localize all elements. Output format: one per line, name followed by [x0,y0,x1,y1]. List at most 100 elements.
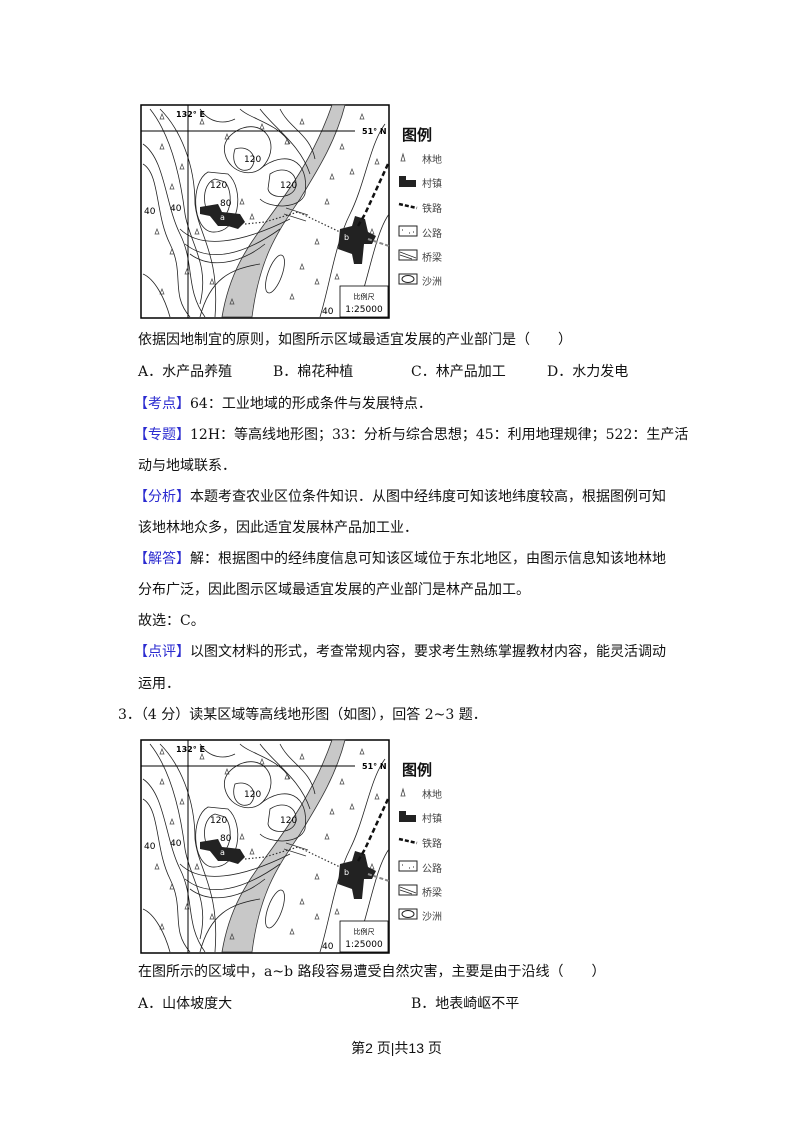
fenxi-tag: 【分析】 [134,489,190,505]
point-a-label: a [220,213,225,222]
village-a [200,839,245,864]
contour-label: 120 [244,155,261,165]
scale-box [339,920,389,953]
contour-label: 120 [210,181,227,191]
jieda-tag: 【解答】 [134,551,190,567]
contour-label: 40 [170,839,182,849]
road-icon [398,225,418,237]
legend-item-forest: 林地 [398,150,458,166]
bridge [283,842,309,857]
scale-title: 比例尺 [354,927,375,936]
railway-icon [398,837,418,845]
point-a-label: a [220,848,225,857]
dianping-cont: 运用． [138,676,180,692]
page-footer: 第2 页|共13 页 [351,1040,442,1056]
contour-label: 120 [210,816,227,826]
contour-map: 132° E 51° N 120 120 120 80 40 40 40 a b… [140,104,390,319]
road [244,846,341,868]
contour-lines [142,108,390,318]
bridge [283,207,309,222]
village-icon [399,176,416,187]
tree-icon [400,152,406,162]
bridge-icon [398,884,418,896]
longitude-label: 132° E [176,745,205,754]
road-icon [398,860,418,872]
forest-markers [154,748,380,940]
legend-item-railway: 铁路 [398,834,458,850]
road [244,211,341,233]
longitude-label: 132° E [176,110,205,119]
kaodian: 【考点】64：工业地域的形成条件与发展特点． [134,396,432,412]
legend-title: 图例 [402,126,433,144]
contour-label: 40 [144,842,156,852]
dianping-tag: 【点评】 [134,644,190,660]
point-b-label: b [344,868,349,877]
legend-item-bridge: 桥梁 [398,248,458,264]
contour-label: 80 [220,834,232,844]
option-c: C．林产品加工 [411,364,506,380]
tree-icon [400,787,406,797]
sandbar-icon [398,908,418,920]
legend-item-village: 村镇 [398,809,458,825]
map-legend: 图例 林地 村镇 铁路 公路 桥梁 沙洲 [398,124,458,294]
scale-value: 1:25000 [345,305,383,315]
village-icon [399,811,416,822]
option-b: B．棉花种植 [273,364,354,380]
contour-label: 120 [280,816,297,826]
contour-map: 132° E 51° N 120 120 120 80 40 40 40 a b… [140,739,390,954]
jieda-cont: 分布广泛，因此图示区域最适宜发展的产业部门是林产品加工。 [138,582,530,598]
option-a: A．水产品养殖 [138,364,233,380]
map-legend: 图例 林地 村镇 铁路 公路 桥梁 沙洲 [398,759,458,929]
fenxi: 【分析】本题考查农业区位条件知识．从图中经纬度可知该地纬度较高，根据图例可知 [134,489,666,505]
legend-item-road: 公路 [398,224,458,240]
scale-box [339,285,389,318]
question-3-header: 3．（4 分）读某区域等高线地形图（如图），回答 2~3 题． [118,707,487,723]
river [221,104,346,318]
village-b [338,216,376,264]
contour-label: 40 [144,207,156,217]
zhuanti-cont: 动与地域联系． [138,458,236,474]
sandbar [265,889,285,929]
legend-item-railway: 铁路 [398,199,458,215]
zhuanti-tag: 【专题】 [134,427,190,443]
dianping: 【点评】以图文材料的形式，考查常规内容，要求考生熟练掌握教材内容，能灵活调动 [134,644,666,660]
legend-item-bridge: 桥梁 [398,883,458,899]
railway-icon [398,202,418,210]
contour-label: 40 [170,204,182,214]
river [221,739,346,953]
scale-title: 比例尺 [354,292,375,301]
latitude-label: 51° N [362,762,387,771]
legend-item-sandbar: 沙洲 [398,907,458,923]
village-a [200,204,245,229]
legend-item-road: 公路 [398,859,458,875]
option-d: D．水力发电 [547,364,629,380]
scale-value: 1:25000 [345,940,383,950]
railway [356,798,390,862]
legend-title: 图例 [402,761,433,779]
contour-label: 120 [244,790,261,800]
fenxi-cont: 该地林地众多，因此适宜发展林产品加工业． [138,520,418,536]
legend-item-sandbar: 沙洲 [398,272,458,288]
contour-label: 40 [322,307,334,317]
kaodian-tag: 【考点】 [134,396,190,412]
option-b: B．地表崎岖不平 [411,996,520,1012]
sandbar [265,254,285,294]
village-b [338,851,376,899]
contour-label: 40 [322,942,334,952]
bridge-icon [398,249,418,261]
answer: 故选：C。 [138,613,205,629]
sandbar-icon [398,273,418,285]
legend-item-forest: 林地 [398,785,458,801]
forest-markers [154,113,380,305]
zhuanti: 【专题】12H：等高线地形图；33：分析与综合思想；45：利用地理规律；522：… [134,427,689,443]
option-a: A．山体坡度大 [138,996,233,1012]
contour-label: 80 [220,199,232,209]
legend-item-village: 村镇 [398,174,458,190]
railway [356,163,390,227]
question-3-stem: 在图所示的区域中，a~b 路段容易遭受自然灾害，主要是由于沿线（ ） [138,964,606,980]
point-b-label: b [344,233,349,242]
contour-label: 120 [280,181,297,191]
jieda: 【解答】解：根据图中的经纬度信息可知该区域位于东北地区，由图示信息知该地林地 [134,551,666,567]
question-stem: 依据因地制宜的原则，如图所示区域最适宜发展的产业部门是（ ） [138,332,572,348]
latitude-label: 51° N [362,127,387,136]
